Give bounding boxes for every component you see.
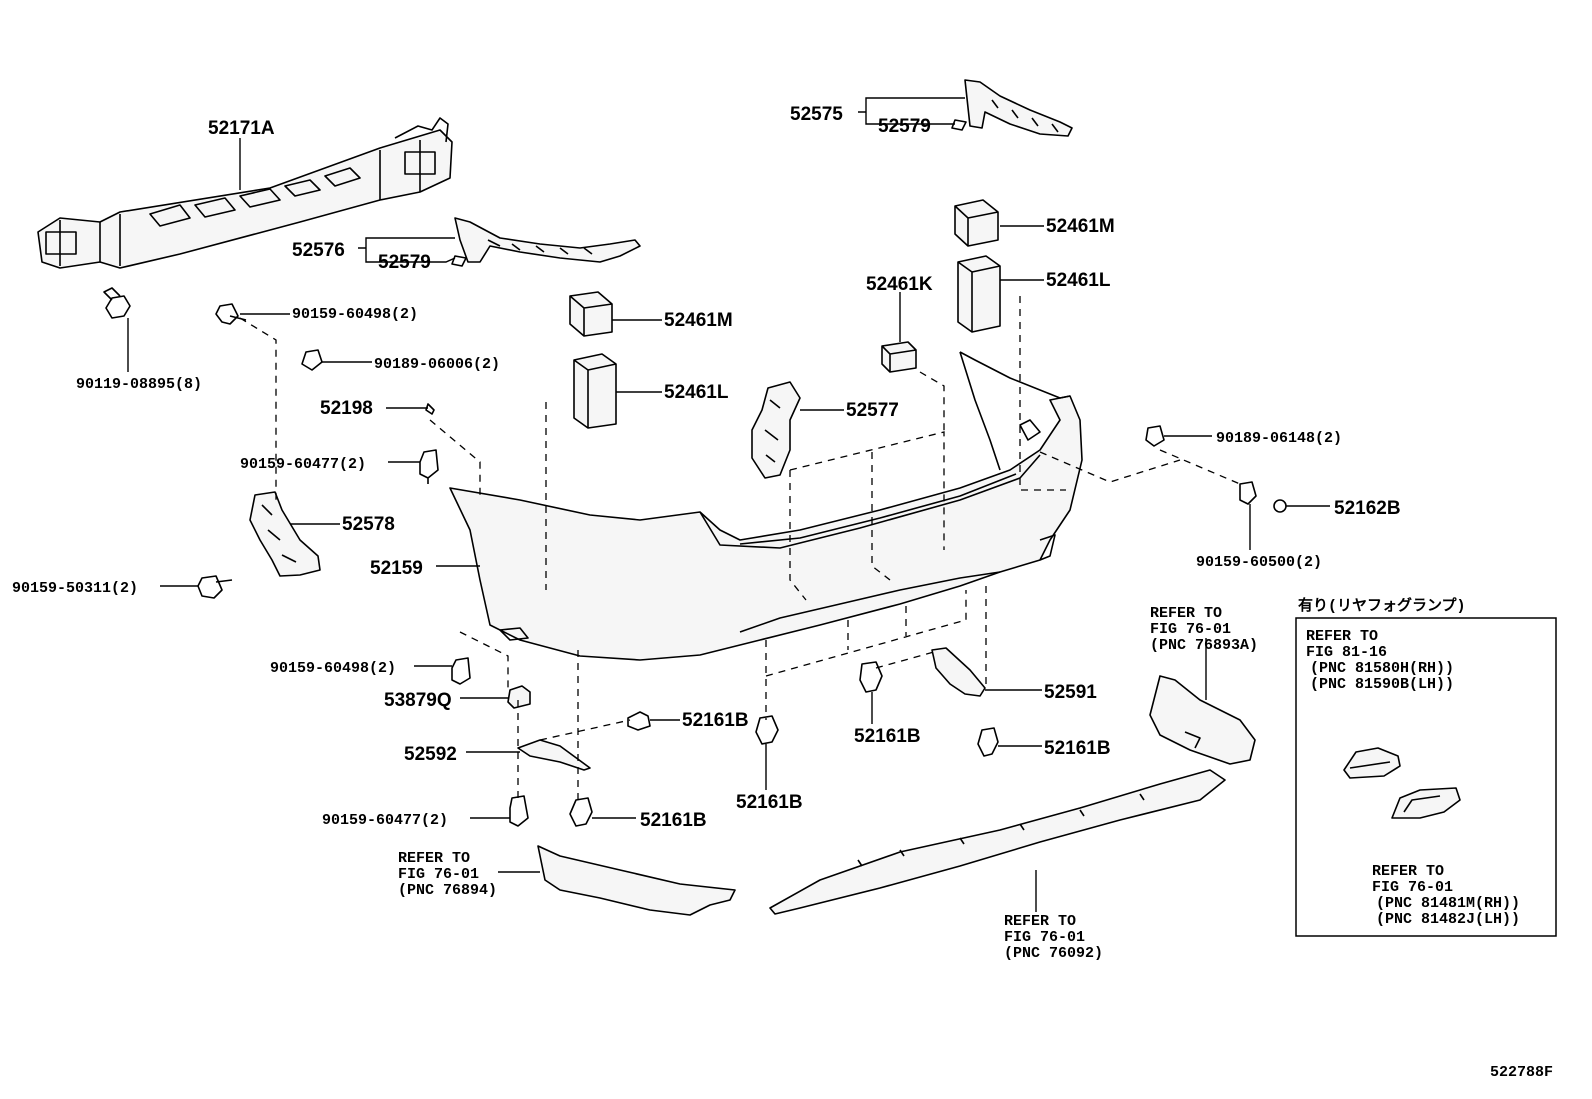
fog-lamp-drawing xyxy=(1343,747,1401,779)
bumper-reinforcement-drawing xyxy=(37,117,453,269)
label-90119-08895: 90119-08895(8) xyxy=(76,376,202,393)
label-52577: 52577 xyxy=(846,400,899,421)
label-90159-60498-top: 90159-60498(2) xyxy=(292,306,418,323)
ref-76893A-line3: (PNC 76893A) xyxy=(1150,637,1258,654)
label-52461L-top: 52461L xyxy=(1046,270,1111,291)
ref-76894-line2: FIG 76-01 xyxy=(398,866,479,883)
inset-title: 有り(リヤフォグランプ) xyxy=(1298,596,1466,615)
fog-lamp-inset: 有り(リヤフォグランプ) REFER TO FIG 81-16 (PNC 815… xyxy=(1295,596,1557,937)
label-52576: 52576 xyxy=(292,240,345,261)
absorber-52461M-top-drawing xyxy=(954,199,999,247)
label-90159-60477-bot: 90159-60477(2) xyxy=(322,812,448,829)
label-52159: 52159 xyxy=(370,558,423,579)
clip-52579-left-drawing xyxy=(451,255,467,267)
label-90159-60477-top: 90159-60477(2) xyxy=(240,456,366,473)
retainer-52576-drawing xyxy=(454,217,641,263)
absorber-52461L-top-drawing xyxy=(957,255,1001,333)
assembly-dashed-lines xyxy=(239,296,1241,800)
reference-76893A: REFER TO FIG 76-01 (PNC 76893A) xyxy=(1150,605,1258,654)
screw-90159-60498-bot-drawing xyxy=(451,657,471,685)
ref-76092-line3: (PNC 76092) xyxy=(1004,945,1103,962)
ref-76894-line1: REFER TO xyxy=(398,850,470,867)
bracket-53879Q-drawing xyxy=(507,685,531,709)
clip-52161B-b-drawing xyxy=(755,715,779,745)
label-90189-06148: 90189-06148(2) xyxy=(1216,430,1342,447)
label-52579-right: 52579 xyxy=(878,116,931,137)
lower-molding-76092-drawing xyxy=(769,769,1226,915)
label-53879Q: 53879Q xyxy=(384,690,452,711)
inset-top-ref-line3: (PNC 81580H(RH)) xyxy=(1310,660,1454,677)
label-52461M-top: 52461M xyxy=(1046,216,1115,237)
ring-52162B-drawing xyxy=(1273,499,1287,513)
clip-52161B-d-drawing xyxy=(977,727,999,757)
inset-frame xyxy=(1295,617,1557,937)
ref-76893A-line1: REFER TO xyxy=(1150,605,1222,622)
label-52161B-d: 52161B xyxy=(1044,738,1111,759)
screw-90159-50311-drawing xyxy=(197,575,233,599)
retainer-52575-drawing xyxy=(964,79,1073,137)
label-52161B-f: 52161B xyxy=(640,810,707,831)
bracket-52578-drawing xyxy=(249,491,321,577)
part-labels: 52171A 52576 52579 52575 52579 52461M 52… xyxy=(12,104,1401,831)
inset-top-ref-line1: REFER TO xyxy=(1306,628,1378,645)
ref-76092-line1: REFER TO xyxy=(1004,913,1076,930)
absorber-52461L-mid-drawing xyxy=(573,353,617,429)
clip-52161B-a-drawing xyxy=(627,711,651,731)
label-52578: 52578 xyxy=(342,514,395,535)
bracket-52577-drawing xyxy=(751,381,801,479)
label-52461M-mid: 52461M xyxy=(664,310,733,331)
label-52461K: 52461K xyxy=(866,274,933,295)
bracket-52591-drawing xyxy=(931,647,986,697)
screw-90159-60500-drawing xyxy=(1239,481,1257,505)
inset-bottom-ref-line4: (PNC 81482J(LH)) xyxy=(1376,911,1520,928)
absorber-52461K-drawing xyxy=(881,341,917,373)
clip-52161B-c-drawing xyxy=(859,661,883,693)
fastener-drawings xyxy=(103,287,1287,827)
label-52592: 52592 xyxy=(404,744,457,765)
inset-bottom-ref-line2: FIG 76-01 xyxy=(1372,879,1453,896)
ref-76092-line2: FIG 76-01 xyxy=(1004,929,1085,946)
ref-76894-line3: (PNC 76894) xyxy=(398,882,497,899)
inset-top-ref-line4: (PNC 81590B(LH)) xyxy=(1310,676,1454,693)
pin-52198-drawing xyxy=(425,403,435,415)
label-90189-06006: 90189-06006(2) xyxy=(374,356,500,373)
inset-bottom-ref-line1: REFER TO xyxy=(1372,863,1444,880)
reference-76092: REFER TO FIG 76-01 (PNC 76092) xyxy=(1004,913,1103,962)
screw-90159-60477-bot-drawing xyxy=(509,795,529,827)
panel-76893A-drawing xyxy=(1149,675,1256,765)
label-52198: 52198 xyxy=(320,398,373,419)
label-52461L-mid: 52461L xyxy=(664,382,729,403)
clip-52579-right-drawing xyxy=(951,119,967,131)
reference-76894: REFER TO FIG 76-01 (PNC 76894) xyxy=(398,850,497,899)
absorber-52461M-mid-drawing xyxy=(569,291,613,337)
label-52162B: 52162B xyxy=(1334,498,1401,519)
bracket-52592-drawing xyxy=(517,739,591,771)
label-90159-60500: 90159-60500(2) xyxy=(1196,554,1322,571)
figure-id: 522788F xyxy=(1490,1064,1553,1081)
label-52161B-a: 52161B xyxy=(682,710,749,731)
label-90159-50311: 90159-50311(2) xyxy=(12,580,138,597)
bolt-90119-drawing xyxy=(103,287,131,319)
inset-bottom-ref-line3: (PNC 81481M(RH)) xyxy=(1376,895,1520,912)
nut-90189-06006-drawing xyxy=(301,349,323,371)
label-52591: 52591 xyxy=(1044,682,1097,703)
screw-90159-60477-top-drawing xyxy=(419,449,439,484)
clip-52161B-f-drawing xyxy=(569,797,593,827)
lower-molding-76894-drawing xyxy=(537,845,736,916)
nut-90189-06148-drawing xyxy=(1145,425,1165,447)
label-52161B-b: 52161B xyxy=(736,792,803,813)
inset-top-ref-line2: FIG 81-16 xyxy=(1306,644,1387,661)
fog-lamp-cover-drawing xyxy=(1391,787,1461,819)
label-52575: 52575 xyxy=(790,104,843,125)
ref-76893A-line2: FIG 76-01 xyxy=(1150,621,1231,638)
label-52161B-c: 52161B xyxy=(854,726,921,747)
label-52579-left: 52579 xyxy=(378,252,431,273)
label-52171A: 52171A xyxy=(208,118,275,139)
label-90159-60498-bot: 90159-60498(2) xyxy=(270,660,396,677)
